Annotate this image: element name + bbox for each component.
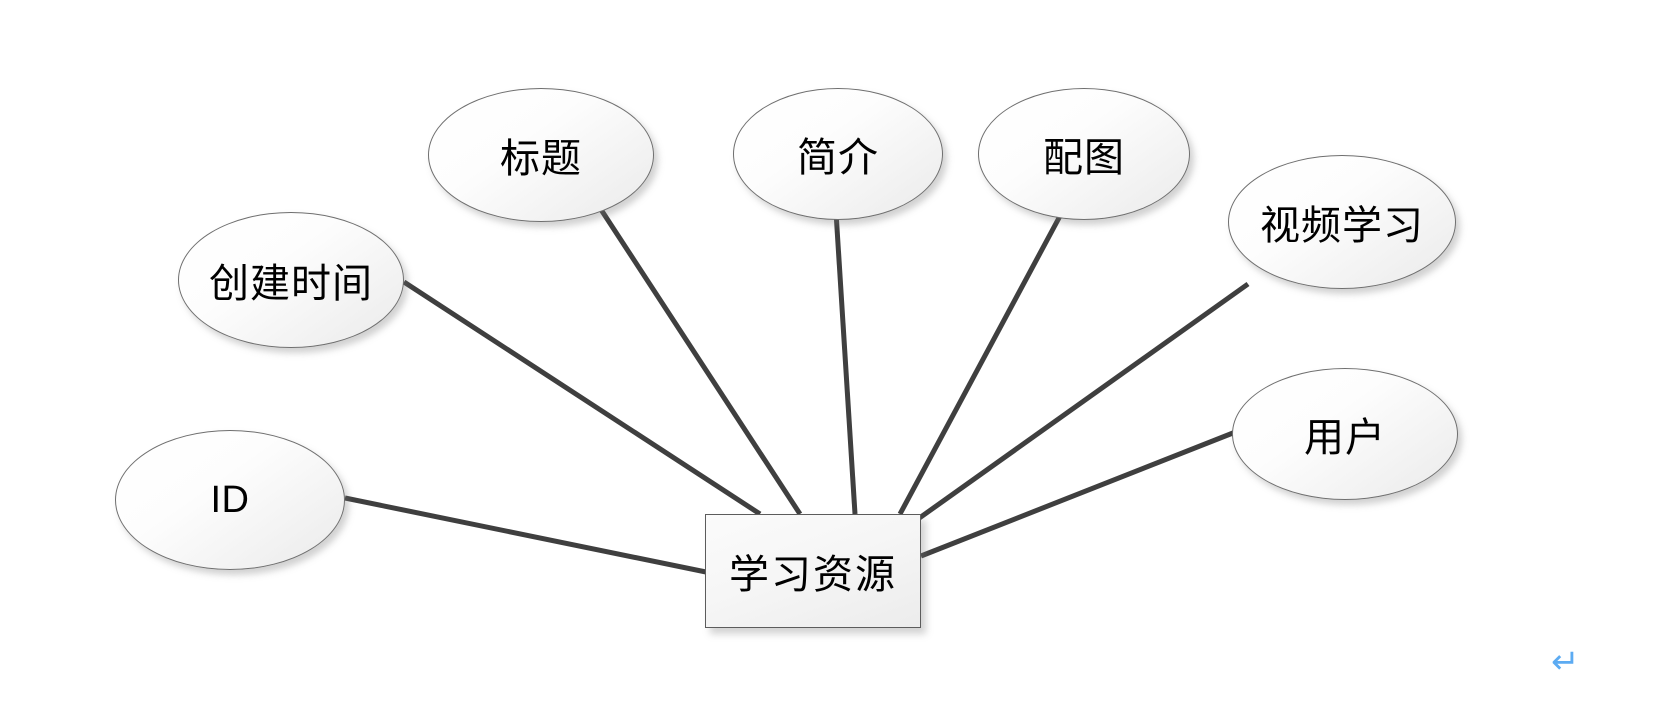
- attribute-node-create-time[interactable]: 创建时间: [178, 212, 404, 348]
- edge-summary-to-entity: [833, 211, 858, 515]
- attribute-label-id: ID: [210, 478, 250, 521]
- edge-video-study-to-entity: [916, 281, 1250, 522]
- edge-image-to-entity: [897, 214, 1063, 516]
- attribute-label-create-time: 创建时间: [209, 261, 373, 306]
- attribute-node-summary[interactable]: 简介: [733, 88, 943, 220]
- attribute-label-video-study: 视频学习: [1260, 203, 1424, 248]
- attribute-node-image[interactable]: 配图: [978, 88, 1190, 220]
- attribute-label-image: 配图: [1043, 135, 1125, 180]
- paragraph-return-icon: ↵: [1551, 642, 1580, 682]
- edge-id-to-entity: [344, 495, 707, 575]
- attribute-label-title: 标题: [500, 136, 582, 181]
- attribute-node-title[interactable]: 标题: [428, 88, 654, 222]
- attribute-label-user: 用户: [1304, 415, 1386, 460]
- edge-create-time-to-entity: [402, 279, 762, 517]
- edge-user-to-entity: [920, 428, 1239, 559]
- entity-node-learning-resource[interactable]: 学习资源: [705, 514, 921, 628]
- attribute-node-id[interactable]: ID: [115, 430, 345, 570]
- attribute-label-summary: 简介: [797, 135, 879, 180]
- entity-label: 学习资源: [729, 552, 897, 597]
- attribute-node-user[interactable]: 用户: [1232, 368, 1458, 500]
- edge-title-to-entity: [597, 206, 803, 516]
- attribute-node-video-study[interactable]: 视频学习: [1228, 155, 1456, 289]
